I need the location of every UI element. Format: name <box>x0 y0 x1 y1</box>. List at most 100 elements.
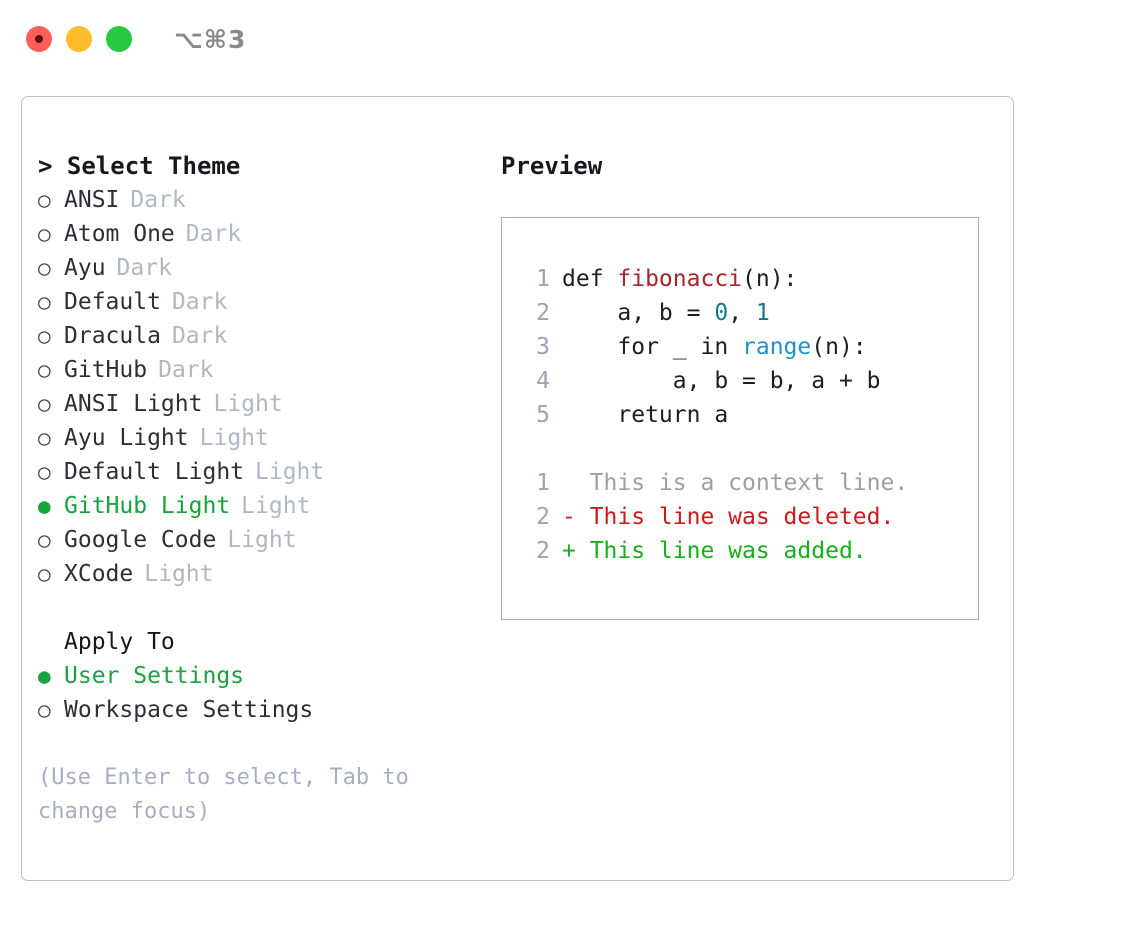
line-number: 4 <box>536 368 550 394</box>
radio-unselected-icon: ○ <box>38 528 51 552</box>
code-text: + This line was added. <box>562 534 867 568</box>
theme-name: Ayu <box>64 255 106 281</box>
theme-variant-badge: Dark <box>171 323 228 349</box>
theme-name: Default Light <box>64 459 245 485</box>
radio-unselected-icon: ○ <box>38 188 51 212</box>
theme-option-ansi[interactable]: ○ ANSI Dark <box>38 183 488 217</box>
token-add: + This line was added. <box>562 538 867 564</box>
theme-variant-badge: Dark <box>130 187 186 213</box>
code-line: 1 def fibonacci(n): <box>520 262 978 296</box>
apply-to-option-workspace-settings[interactable]: ○Workspace Settings <box>38 693 488 727</box>
token-plain: (n): <box>811 334 867 360</box>
line-number: 3 <box>536 334 550 360</box>
radio-unselected-icon: ○ <box>38 392 51 416</box>
code-text: return a <box>562 398 728 432</box>
code-line: 2 + This line was added. <box>520 534 978 568</box>
theme-name: Default <box>64 289 161 315</box>
code-line: 2- This line was deleted. <box>520 500 978 534</box>
token-fn: fibonacci <box>617 266 743 292</box>
token-plain: a, b = <box>562 300 715 326</box>
theme-option-github-light[interactable]: ● GitHub Light Light <box>38 489 488 523</box>
close-button[interactable] <box>26 26 52 52</box>
radio-selected-icon: ● <box>38 494 51 518</box>
radio-unselected-icon: ○ <box>38 290 51 314</box>
apply-to-label: User Settings <box>64 663 245 689</box>
radio-unselected-icon: ○ <box>38 324 51 348</box>
token-plain: (n): <box>742 266 798 292</box>
radio-selected-icon: ● <box>38 664 51 688</box>
radio-unselected-icon: ○ <box>38 460 51 484</box>
theme-option-default[interactable]: ○ Default Dark <box>38 285 488 319</box>
theme-option-ansi-light[interactable]: ○ ANSI Light Light <box>38 387 488 421</box>
code-text: for _ in range(n): <box>562 330 867 364</box>
radio-unselected-icon: ○ <box>38 562 51 586</box>
line-number: 2 <box>536 538 550 564</box>
theme-variant-badge: Dark <box>171 289 228 315</box>
token-num: 1 <box>755 300 770 326</box>
code-line: 1 This is a context line. <box>520 466 978 500</box>
radio-unselected-icon: ○ <box>38 222 51 246</box>
line-number: 2 <box>536 300 550 326</box>
code-gap <box>520 432 978 466</box>
theme-variant-badge: Light <box>144 561 214 587</box>
window-controls <box>26 26 132 52</box>
code-text: def fibonacci(n): <box>562 262 797 296</box>
code-text: a, b = b, a + b <box>562 364 881 398</box>
theme-variant-badge: Light <box>255 459 325 485</box>
theme-name: GitHub <box>64 357 148 383</box>
apply-to-option-user-settings[interactable]: ● User Settings <box>38 659 488 693</box>
select-theme-heading: > Select Theme <box>38 152 241 180</box>
line-number: 1 <box>536 266 550 292</box>
code-line: 3 for _ in range(n): <box>520 330 978 364</box>
theme-option-google-code[interactable]: ○ Google Code Light <box>38 523 488 557</box>
title-bar: ⌥⌘3 <box>0 0 1140 78</box>
theme-name: Google Code <box>64 527 217 553</box>
radio-unselected-icon: ○ <box>38 426 51 450</box>
theme-variant-badge: Light <box>199 425 269 451</box>
theme-name: ANSI Light <box>64 391 203 417</box>
keyboard-shortcut-label: ⌥⌘3 <box>174 24 247 54</box>
theme-variant-badge: Dark <box>158 357 214 383</box>
code-text: This is a context line. <box>562 466 909 500</box>
token-plain: , <box>728 300 756 326</box>
theme-name: GitHub Light <box>64 493 231 519</box>
theme-name: ANSI <box>64 187 120 213</box>
apply-to-list[interactable]: ● User Settings ○Workspace Settings <box>38 659 488 727</box>
line-number: 1 <box>536 470 550 496</box>
minimize-button[interactable] <box>66 26 92 52</box>
diff-block: 1 This is a context line.2- This line wa… <box>520 466 978 568</box>
theme-variant-badge: Dark <box>185 221 242 247</box>
token-plain: for _ in <box>562 334 743 360</box>
theme-option-default-light[interactable]: ○ Default Light Light <box>38 455 488 489</box>
code-line: 2 a, b = 0, 1 <box>520 296 978 330</box>
section-spacer <box>38 591 488 625</box>
radio-unselected-icon: ○ <box>38 256 51 280</box>
token-plain: a, b = b, a + b <box>562 368 881 394</box>
code-text: a, b = 0, 1 <box>562 296 770 330</box>
theme-variant-badge: Light <box>227 527 297 553</box>
token-call: range <box>742 334 812 360</box>
keyboard-hint-text: (Use Enter to select, Tab to change focu… <box>38 765 409 824</box>
theme-variant-badge: Light <box>241 493 311 519</box>
line-number: 5 <box>536 402 550 428</box>
maximize-button[interactable] <box>106 26 132 52</box>
radio-unselected-icon: ○ <box>38 698 51 722</box>
theme-variant-badge: Light <box>213 391 283 417</box>
apply-to-heading: Apply To <box>64 629 175 655</box>
token-plain: def <box>562 266 618 292</box>
token-num: 0 <box>714 300 729 326</box>
preview-heading: Preview <box>501 152 603 180</box>
code-text: - This line was deleted. <box>562 500 894 534</box>
